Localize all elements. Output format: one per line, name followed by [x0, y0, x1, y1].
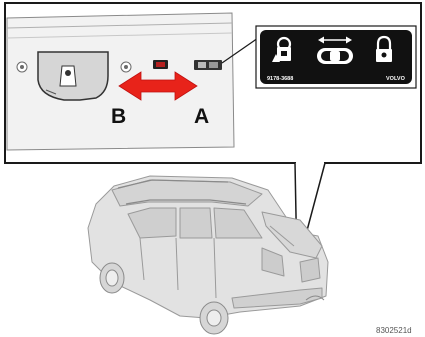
screw-icon [17, 62, 27, 72]
decal-miniature-mark [209, 62, 218, 68]
slide-switch-icon [317, 48, 353, 64]
child-lock-decal: 9178-3688 VOLVO [256, 26, 416, 88]
figure-code: 8302521d [376, 326, 412, 335]
decal-miniature-mark [198, 62, 206, 68]
vehicle-illustration [88, 176, 328, 334]
decal-brand-text: VOLVO [386, 76, 406, 82]
position-b-label: B [111, 105, 126, 128]
switch-slider-mark [156, 62, 165, 67]
position-a-label: A [194, 105, 209, 128]
decal-part-number: 9178-3688 [267, 76, 293, 82]
screw-icon [121, 62, 131, 72]
inset-closeup: B A [5, 3, 421, 163]
lock-latch [38, 52, 108, 100]
car-window [180, 208, 212, 238]
